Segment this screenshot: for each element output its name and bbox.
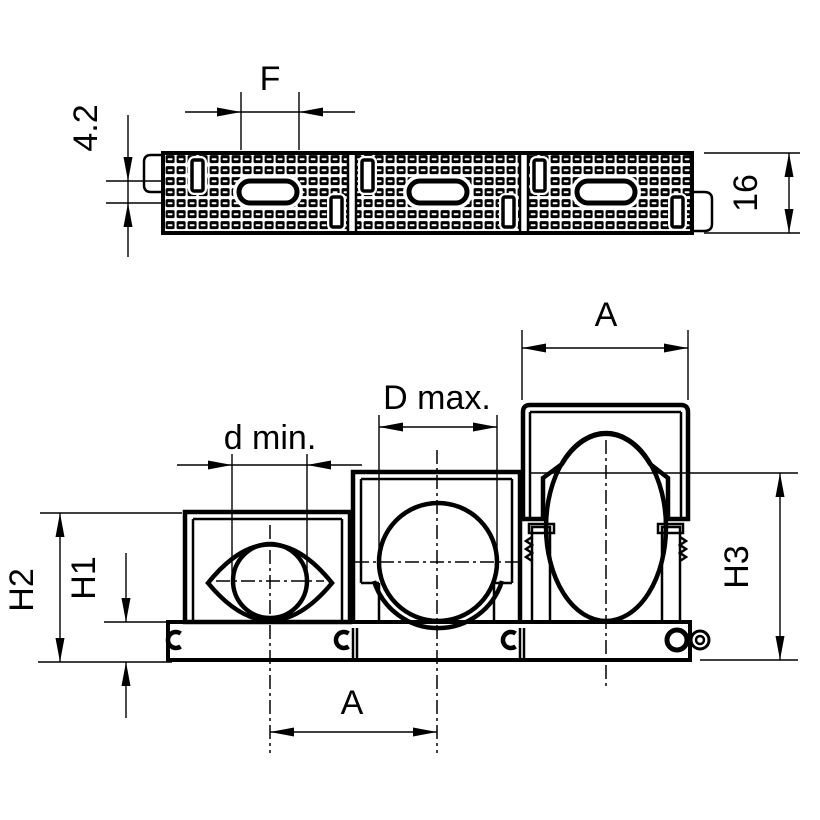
dim-label-f: F (260, 60, 281, 98)
dim-label-16: 16 (727, 174, 765, 212)
top-view-strip (142, 151, 714, 235)
dimension-h2: H2 (3, 512, 182, 663)
dimension-d-max: D max. (378, 379, 498, 562)
large-clamp-right-post (656, 522, 689, 624)
dimension-spacing-bottom: A (270, 684, 437, 737)
strip-vertical-slots (188, 156, 687, 231)
closure-eyelet-large (664, 627, 690, 653)
centerlines (216, 440, 607, 753)
dimension-strip-height: 16 (704, 152, 800, 234)
large-clamp-cap (520, 402, 691, 522)
dim-label-h2: H2 (3, 568, 41, 611)
dimension-h3: H3 (531, 472, 798, 661)
strip-segment-divider (346, 154, 530, 232)
dim-label-h1: H1 (65, 556, 103, 599)
dimension-slot-length: F (185, 60, 355, 150)
dim-label-d-min: d min. (224, 419, 317, 457)
spring-serration-left (523, 535, 535, 563)
front-view-clamps (165, 402, 711, 753)
strip-left-tab (142, 153, 166, 194)
dimension-slot-width: 4.2 (67, 104, 164, 257)
spring-serration-right (677, 535, 689, 563)
dim-label-a-top: A (595, 296, 618, 334)
dimension-h1: H1 (65, 553, 166, 718)
rail-snap-hooks (165, 628, 526, 660)
large-clamp (520, 402, 711, 653)
closure-eyelet-inner (694, 634, 706, 646)
dimension-d-min: d min. (177, 419, 362, 581)
dim-label-d-max: D max. (383, 379, 491, 417)
middle-clamp-body (350, 469, 523, 622)
dimension-width-top: A (521, 296, 689, 400)
middle-saddle-arc (371, 580, 505, 631)
dim-label-h3: H3 (718, 545, 756, 588)
large-clamp-left-post (523, 522, 556, 624)
small-clamp (182, 509, 353, 625)
small-clamp-body (182, 509, 353, 625)
strip-oblong-slots (233, 175, 641, 209)
dim-label-a-bottom: A (341, 684, 364, 722)
strip-right-tab (688, 190, 714, 233)
dim-label-4-2: 4.2 (67, 104, 105, 151)
